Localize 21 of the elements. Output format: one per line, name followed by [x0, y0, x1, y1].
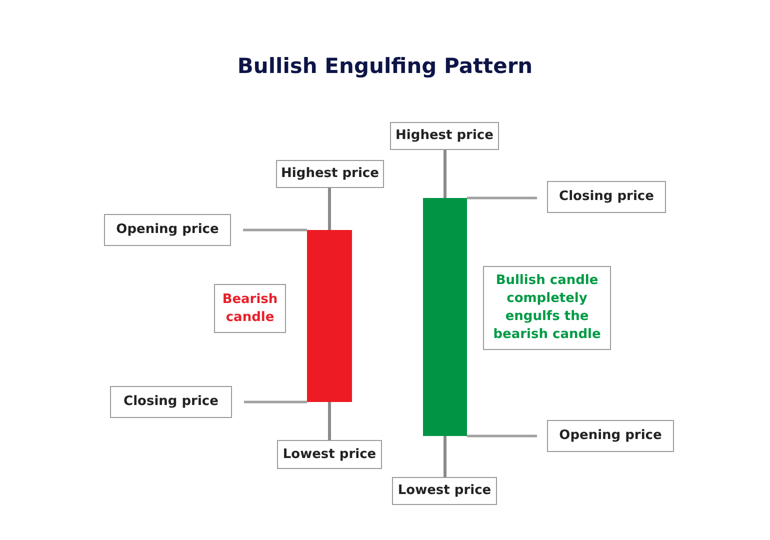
callout-box: Bullish candle completely engulfs the bearish candle	[483, 266, 611, 350]
price-label: Closing price	[110, 386, 232, 418]
leader-line	[467, 196, 537, 200]
candle-wick	[328, 402, 331, 440]
candle-wick	[444, 150, 446, 198]
price-label: Opening price	[104, 214, 231, 246]
price-label: Lowest price	[277, 440, 382, 469]
candle-wick	[444, 436, 446, 477]
leader-line	[243, 228, 307, 232]
candle-wick	[328, 188, 331, 230]
callout-box: Bearish candle	[214, 284, 286, 333]
price-label: Opening price	[547, 420, 674, 452]
price-label: Lowest price	[392, 477, 497, 505]
candle-body	[307, 230, 352, 402]
leader-line	[244, 400, 307, 404]
price-label: Highest price	[390, 122, 499, 150]
leader-line	[467, 434, 537, 438]
price-label: Highest price	[276, 160, 384, 188]
price-label: Closing price	[547, 181, 666, 213]
candle-body	[423, 198, 467, 436]
title: Bullish Engulfing Pattern	[236, 54, 534, 78]
